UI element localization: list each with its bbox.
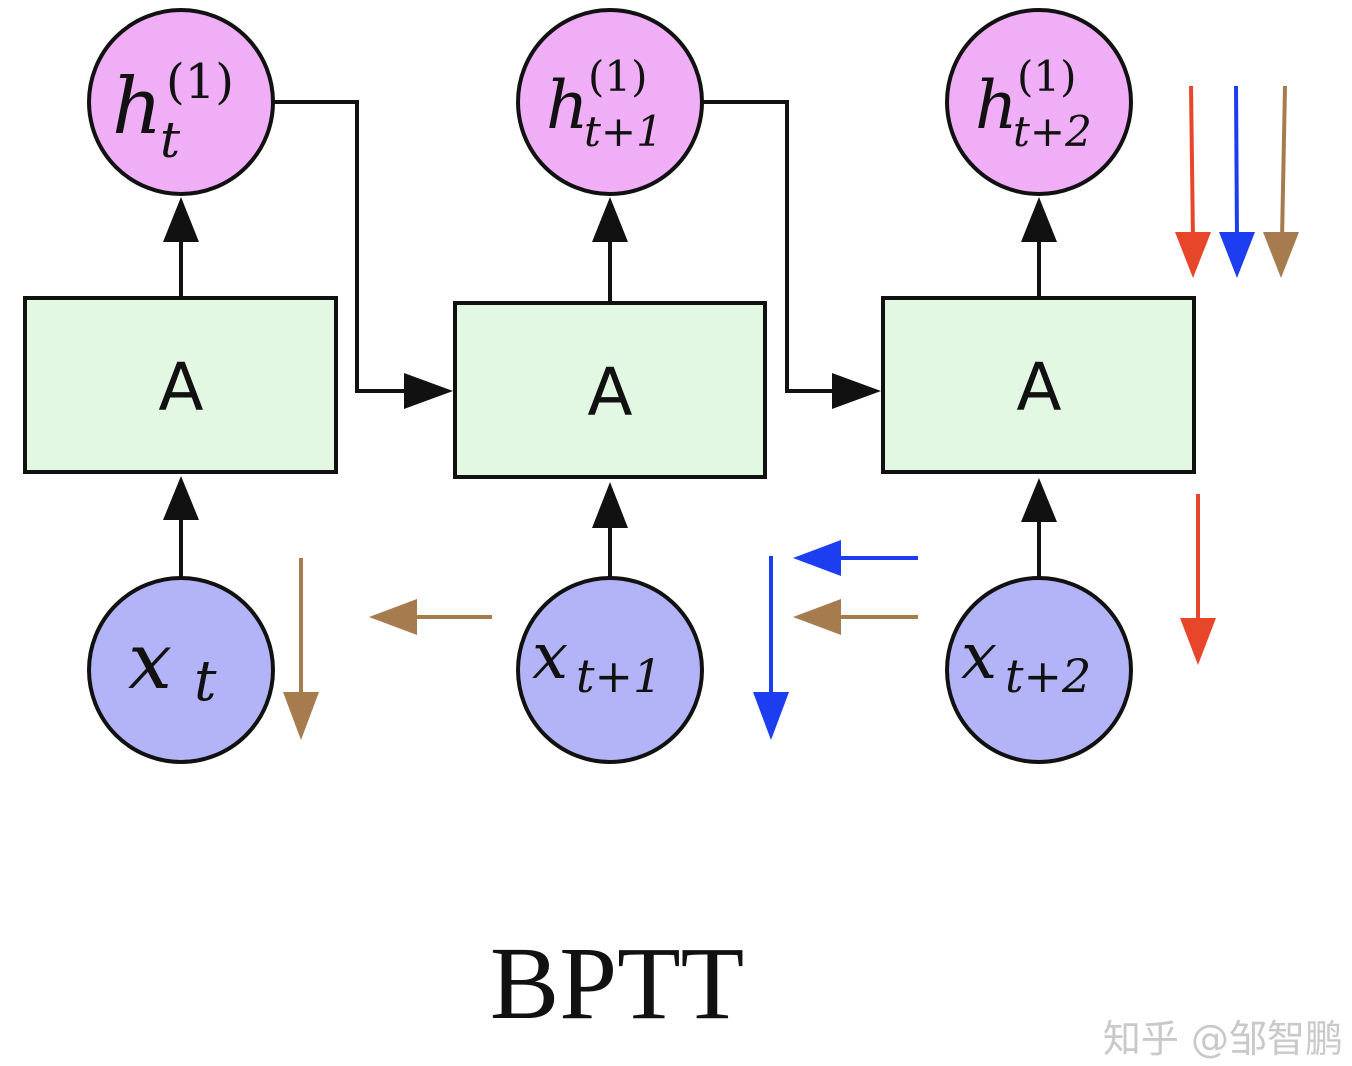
cell-1-box (23, 296, 338, 474)
hidden-node-2-sup: (1) (588, 52, 648, 101)
input-node-1-circle (87, 576, 275, 764)
hidden-node-2-circle (516, 8, 704, 196)
input-node-3: x t+2 (945, 576, 1133, 764)
cell-3-label: A (1016, 349, 1061, 426)
gradient-arrow-red-top-shaft (1189, 85, 1195, 241)
hidden-node-1: h (1) t (87, 8, 275, 196)
gradient-head-blue-down (753, 692, 789, 740)
arrowhead-up-cell1 (163, 476, 199, 520)
hidden-node-3: h (1) t+2 (945, 8, 1133, 196)
hidden-node-2: h (1) t+1 (516, 8, 704, 196)
input-node-1-sub: t (194, 649, 217, 714)
gradient-head-brown-left-right (793, 599, 841, 635)
input-node-1: x t (87, 576, 275, 764)
input-node-3-circle (945, 576, 1133, 764)
input-node-2-base: x (532, 620, 568, 694)
cells: A A A (23, 296, 1196, 479)
cell-3-box (881, 296, 1196, 474)
arrowhead-up-h3 (1021, 197, 1057, 242)
input-node-2: x t+1 (516, 576, 704, 764)
arrowhead-up-h2 (592, 197, 628, 242)
cell-3: A (881, 296, 1196, 474)
forward-arrowheads (163, 197, 1057, 528)
h2-to-cell3-connector (703, 100, 838, 393)
hidden-node-2-base: h (546, 67, 589, 144)
gradient-arrowheads (283, 232, 1299, 740)
input-node-3-base: x (961, 620, 997, 694)
watermark-text: 知乎 @邹智鹏 (1103, 1017, 1343, 1061)
hidden-states: h (1) t h (1) t+1 h (1) t+2 (87, 8, 1133, 196)
arrowhead-right-cell3 (832, 373, 881, 409)
diagram-caption: BPTT (490, 926, 744, 1041)
hidden-node-1-circle (87, 8, 275, 196)
cell-2-label: A (587, 354, 632, 431)
gradient-head-red-top (1175, 232, 1211, 278)
forward-connectors (179, 100, 1041, 578)
gradient-head-brown-down (283, 692, 319, 740)
hidden-node-1-base: h (112, 62, 162, 152)
arrowhead-up-h1 (163, 197, 199, 242)
input-node-1-base: x (128, 617, 172, 707)
inputs: x t x t+1 x t+2 (87, 576, 1133, 764)
gradient-arrow-blue-top-shaft (1234, 85, 1239, 241)
cell-2: A (453, 301, 767, 479)
cell-2-box (453, 301, 767, 479)
cell-1-label: A (158, 349, 203, 426)
arrowhead-right-cell2 (404, 373, 453, 409)
hidden-node-3-circle (945, 8, 1133, 196)
input-node-2-circle (516, 576, 704, 764)
hidden-node-3-sup: (1) (1017, 52, 1077, 101)
gradient-head-brown-left-mid (369, 599, 417, 635)
gradient-arrows (299, 85, 1287, 700)
gradient-arrow-brown-top-shaft (1280, 85, 1287, 241)
gradient-head-blue-top (1219, 232, 1255, 278)
h1-to-cell2-connector (274, 100, 410, 393)
arrowhead-up-cell2 (592, 482, 628, 528)
arrowhead-up-cell3 (1021, 478, 1057, 522)
gradient-head-brown-top (1263, 232, 1299, 278)
input-node-2-sub: t+1 (576, 649, 662, 703)
hidden-node-3-base: h (975, 67, 1018, 144)
gradient-head-red-bottom (1180, 618, 1216, 665)
hidden-node-1-sup: (1) (166, 54, 234, 110)
cell-1: A (23, 296, 338, 474)
input-node-3-sub: t+2 (1005, 649, 1091, 703)
hidden-node-2-sub: t+1 (584, 107, 663, 156)
hidden-node-1-sub: t (160, 111, 181, 169)
gradient-head-blue-left (793, 540, 841, 576)
hidden-node-3-sub: t+2 (1013, 107, 1092, 156)
